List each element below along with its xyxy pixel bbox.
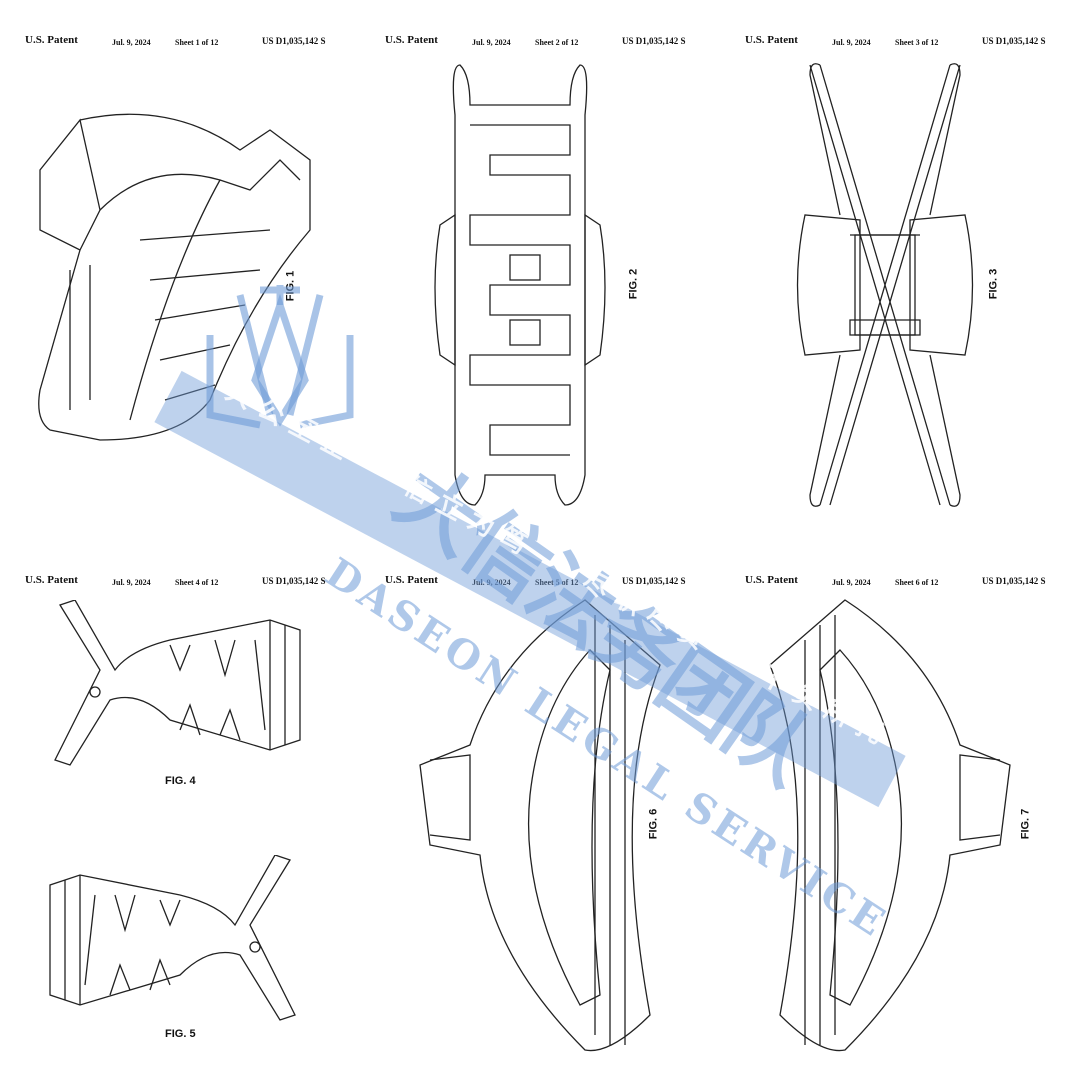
patent-date: Jul. 9, 2024 xyxy=(112,38,151,47)
fig-label-5: FIG. 5 xyxy=(165,1028,196,1040)
sheet-number: Sheet 2 of 12 xyxy=(535,38,579,47)
sheet-number: Sheet 3 of 12 xyxy=(895,38,939,47)
patent-label: U.S. Patent xyxy=(745,574,798,586)
sheet-header-3: U.S. Patent Jul. 9, 2024 Sheet 3 of 12 U… xyxy=(745,34,1075,50)
sheet-number: Sheet 1 of 12 xyxy=(175,38,219,47)
fig3-drawing xyxy=(796,63,974,507)
fig-label-4: FIG. 4 xyxy=(165,775,196,787)
patent-number: US D1,035,142 S xyxy=(262,576,326,586)
patent-date: Jul. 9, 2024 xyxy=(112,578,151,587)
patent-number: US D1,035,142 S xyxy=(982,576,1046,586)
fig2-drawing xyxy=(434,64,606,506)
patent-number: US D1,035,142 S xyxy=(622,576,686,586)
patent-date: Jul. 9, 2024 xyxy=(472,578,511,587)
fig4-drawing xyxy=(54,600,301,766)
sheet-number: Sheet 6 of 12 xyxy=(895,578,939,587)
fig-label-2: FIG. 2 xyxy=(627,268,640,300)
patent-label: U.S. Patent xyxy=(385,34,438,46)
sheet-header-2: U.S. Patent Jul. 9, 2024 Sheet 2 of 12 U… xyxy=(385,34,715,50)
sheet-number: Sheet 4 of 12 xyxy=(175,578,219,587)
fig6-drawing xyxy=(419,599,661,1052)
patent-label: U.S. Patent xyxy=(385,574,438,586)
patent-number: US D1,035,142 S xyxy=(262,36,326,46)
patent-number: US D1,035,142 S xyxy=(622,36,686,46)
fig-label-6: FIG. 6 xyxy=(647,808,660,840)
sheet-header-4: U.S. Patent Jul. 9, 2024 Sheet 4 of 12 U… xyxy=(25,574,355,590)
sheet-number: Sheet 5 of 12 xyxy=(535,578,579,587)
fig5-drawing xyxy=(49,855,296,1021)
sheet-header-5: U.S. Patent Jul. 9, 2024 Sheet 5 of 12 U… xyxy=(385,574,715,590)
fig-label-3: FIG. 3 xyxy=(987,268,1000,300)
fig1-drawing xyxy=(38,113,311,441)
patent-label: U.S. Patent xyxy=(25,574,78,586)
patent-date: Jul. 9, 2024 xyxy=(832,578,871,587)
sheet-header-1: U.S. Patent Jul. 9, 2024 Sheet 1 of 12 U… xyxy=(25,34,355,50)
patent-label: U.S. Patent xyxy=(745,34,798,46)
patent-number: US D1,035,142 S xyxy=(982,36,1046,46)
patent-label: U.S. Patent xyxy=(25,34,78,46)
fig-label-1: FIG. 1 xyxy=(284,270,297,302)
fig-label-7: FIG. 7 xyxy=(1019,808,1032,840)
sheet-header-6: U.S. Patent Jul. 9, 2024 Sheet 6 of 12 U… xyxy=(745,574,1075,590)
patent-date: Jul. 9, 2024 xyxy=(472,38,511,47)
fig7-drawing xyxy=(769,599,1011,1052)
patent-date: Jul. 9, 2024 xyxy=(832,38,871,47)
